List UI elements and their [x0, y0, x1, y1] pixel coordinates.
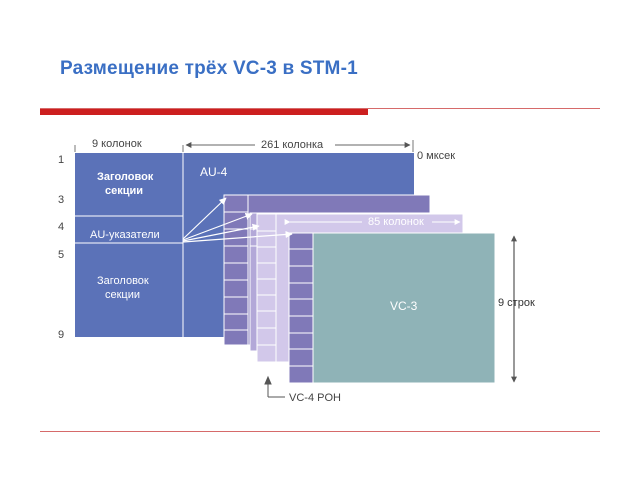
- soh-bottom-line1: Заголовок: [97, 275, 149, 287]
- poh-label: VC-4 POH: [289, 392, 341, 404]
- rows-label: 9 строк: [498, 297, 535, 309]
- bottom-rule: [40, 431, 600, 432]
- vc4-poh-grid: [224, 195, 249, 345]
- top-rule-thick: [40, 109, 368, 115]
- vc3-front-grid: [289, 248, 313, 367]
- row-number-5: 5: [58, 249, 64, 261]
- vc3-middle-grid: [257, 214, 277, 362]
- header-cols-dimension: [74, 145, 184, 152]
- row-number-9: 9: [58, 329, 64, 341]
- au-pointers-label: AU-указатели: [90, 229, 160, 241]
- payload-cols-arrow: [185, 140, 414, 152]
- soh-top-line1: Заголовок: [97, 171, 154, 183]
- row-number-1: 1: [58, 154, 64, 166]
- slide-title: Размещение трёх VC-3 в STM-1: [60, 58, 358, 79]
- payload-cols-label: 261 колонка: [261, 139, 324, 151]
- header-cols-label: 9 колонок: [92, 138, 142, 150]
- au-pointer-arrows: [182, 197, 293, 243]
- top-rule-thin: [40, 108, 600, 109]
- vc3-cols-label: 85 колонок: [368, 216, 424, 228]
- au4-label: AU-4: [200, 165, 228, 179]
- vc3-front: [288, 232, 496, 384]
- row-number-3: 3: [58, 194, 64, 206]
- row-number-4: 4: [58, 221, 64, 233]
- vc3-label: VC-3: [390, 299, 418, 313]
- poh-callout: [264, 375, 285, 398]
- time-label: 0 мксек: [417, 150, 455, 162]
- soh-top-line2: секции: [105, 185, 143, 197]
- soh-bottom-line2: секции: [105, 289, 140, 301]
